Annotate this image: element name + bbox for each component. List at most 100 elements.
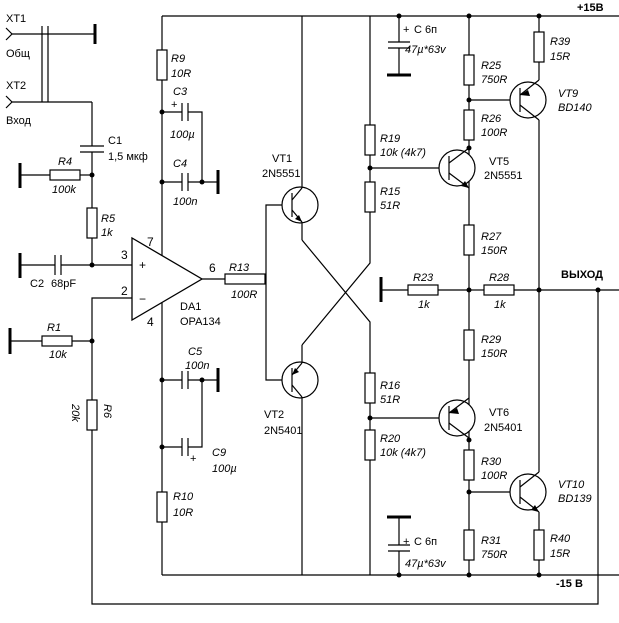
vt2-part: 2N5401 [264, 425, 303, 437]
c1-value: 1,5 мкф [108, 151, 148, 163]
r9-value: 10R [171, 68, 191, 80]
transistor-vt10 [469, 471, 547, 513]
r5-name: R5 [101, 213, 116, 225]
r23-value: 1k [418, 299, 430, 311]
vt10-part: BD139 [558, 493, 592, 505]
vt5-part: 2N5551 [484, 170, 523, 182]
c5-name: C5 [188, 346, 203, 358]
resistor-r20 [364, 429, 376, 575]
resistor-r31 [463, 529, 475, 561]
r20-name: R20 [380, 433, 401, 445]
output-column [536, 13, 542, 578]
capacitor-c6-top [387, 13, 411, 77]
r25-value: 750R [481, 74, 507, 86]
r28-name: R28 [489, 272, 510, 284]
resistor-r6 [86, 297, 132, 575]
resistor-r29 [463, 329, 475, 361]
resistor-r25 [463, 54, 475, 86]
c4-name: C4 [173, 158, 187, 170]
r31-value: 750R [481, 549, 507, 561]
vt1-name: VT1 [272, 153, 292, 165]
opamp-minus-sign: − [139, 292, 146, 306]
r1-name: R1 [47, 322, 61, 334]
shield-lines [41, 26, 49, 102]
connector-xt1 [5, 24, 97, 44]
r28-value: 1k [494, 299, 506, 311]
driver-column [466, 13, 472, 578]
r30-name: R30 [481, 456, 502, 468]
base-wire [265, 204, 292, 381]
resistor-r15 [364, 181, 376, 213]
r13-value: 100R [231, 289, 257, 301]
resistor-r23 [379, 277, 469, 302]
positive-rail-label: +15В [577, 2, 604, 14]
opamp-pin2: 2 [121, 284, 128, 298]
vt6-part: 2N5401 [484, 422, 523, 434]
r26-name: R26 [481, 113, 502, 125]
r4-value: 100k [52, 184, 76, 196]
c3-value: 100µ [170, 129, 195, 141]
resistor-r1 [8, 328, 95, 354]
r13-name: R13 [229, 262, 250, 274]
vt9-part: BD140 [558, 102, 593, 114]
r20-value: 10k (4k7) [380, 447, 426, 459]
resistor-r26 [463, 109, 475, 141]
xt2-sublabel: Вход [6, 115, 31, 127]
vt1-part: 2N5551 [262, 168, 301, 180]
xt2-label: XT2 [6, 80, 26, 92]
r6-name: R6 [101, 404, 113, 419]
resistor-r40 [533, 529, 545, 561]
r23-name: R23 [413, 272, 434, 284]
r15-name: R15 [380, 186, 401, 198]
c2-name: C2 [30, 278, 44, 290]
c9-value: 100µ [212, 463, 237, 475]
transistor-vt9 [469, 79, 547, 121]
negative-rail-label: -15 В [556, 578, 583, 590]
resistor-r4 [18, 163, 95, 188]
r31-name: R31 [481, 535, 501, 547]
r15-value: 51R [380, 200, 400, 212]
r6-value: 20k [69, 403, 81, 422]
feedback-wire [91, 290, 599, 605]
transistor-vt2 [281, 345, 319, 575]
c6-top-plus: + [403, 24, 409, 36]
vt9-name: VT9 [558, 88, 578, 100]
c3-name: C3 [173, 86, 188, 98]
capacitor-c6-bottom [387, 515, 411, 578]
resistor-r13 [224, 273, 266, 285]
capacitor-c9 [159, 380, 203, 456]
r19-name: R19 [380, 133, 400, 145]
capacitor-c3 [162, 103, 203, 182]
transistor-vt1 [281, 16, 319, 240]
c9-plus: + [190, 453, 196, 465]
xt1-label: XT1 [6, 13, 26, 25]
opamp-plus-sign: + [139, 258, 146, 272]
opamp-part: OPA134 [180, 316, 221, 328]
r27-name: R27 [481, 231, 502, 243]
r29-value: 150R [481, 348, 507, 360]
resistor-r39 [533, 31, 545, 63]
r19-value: 10k (4k7) [380, 147, 426, 159]
resistor-r10 [156, 491, 168, 523]
resistor-r5 [86, 175, 98, 268]
r30-value: 100R [481, 470, 507, 482]
vt10-name: VT10 [558, 479, 585, 491]
r5-value: 1k [101, 227, 113, 239]
c1-name: C1 [108, 135, 122, 147]
opamp-pin3: 3 [121, 248, 128, 262]
output-label: ВЫХОД [561, 269, 603, 281]
r10-name: R10 [173, 491, 194, 503]
r26-value: 100R [481, 127, 507, 139]
cross-wires [301, 212, 371, 373]
capacitor-c4 [159, 170, 220, 194]
r39-name: R39 [550, 36, 570, 48]
connector-xt2 [5, 95, 93, 146]
r25-name: R25 [481, 60, 502, 72]
r1-value: 10k [49, 349, 67, 361]
resistor-r28 [469, 284, 619, 296]
opamp-pin4: 4 [147, 315, 154, 329]
opamp-pin7: 7 [147, 235, 154, 249]
c3-plus: + [171, 99, 177, 111]
c6-top-name: С 6п [414, 24, 437, 36]
